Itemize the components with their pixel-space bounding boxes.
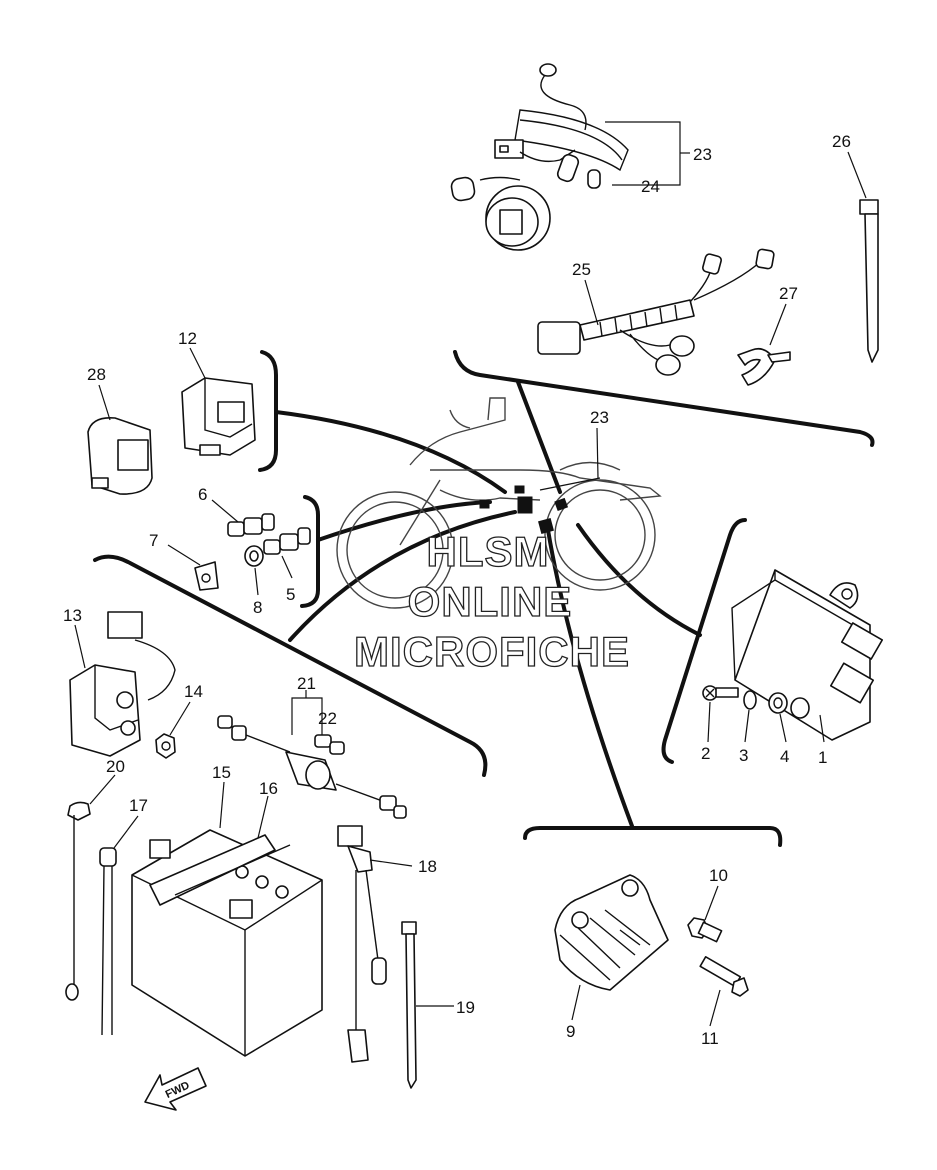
lead-wire-25 — [537, 248, 775, 376]
leader-3 — [744, 709, 750, 743]
leader-26 — [847, 151, 867, 199]
callout-23-bike: 23 — [590, 408, 609, 427]
callout-23-top: 23 — [693, 145, 712, 164]
leader-16 — [257, 795, 269, 839]
callout-5: 5 — [286, 585, 295, 604]
callout-27: 27 — [779, 284, 798, 303]
leader-17 — [113, 815, 139, 849]
watermark-line-1: HLSM — [427, 528, 550, 575]
callout-28: 28 — [87, 365, 106, 384]
leader-10 — [704, 885, 719, 921]
callout-18: 18 — [418, 857, 437, 876]
leader-1 — [819, 714, 825, 743]
location-markers — [479, 485, 569, 534]
joint-connector-6 — [227, 513, 275, 537]
starter-relay-13 — [69, 611, 176, 757]
leader-6 — [211, 499, 239, 523]
screw-2 — [702, 685, 739, 701]
battery-band-16 — [149, 834, 291, 906]
leader-11 — [709, 989, 721, 1027]
callout-6: 6 — [198, 485, 207, 504]
joint-connector-5 — [263, 527, 311, 555]
callout-25: 25 — [572, 260, 591, 279]
callout-22: 22 — [318, 709, 337, 728]
leader-23-bike — [596, 427, 599, 479]
switch-21 — [217, 715, 407, 819]
callout-21: 21 — [297, 674, 316, 693]
bolt-11 — [699, 956, 749, 997]
fwd-arrow: FWD — [144, 1067, 207, 1111]
leader-25 — [584, 279, 599, 326]
leader-9 — [571, 984, 581, 1021]
callout-12: 12 — [178, 329, 197, 348]
callout-8: 8 — [253, 598, 262, 617]
washer-8 — [244, 545, 264, 567]
leader-14 — [169, 701, 191, 736]
bracket-7 — [194, 561, 219, 591]
leader-18 — [369, 859, 413, 867]
lead-20 — [65, 801, 91, 1001]
assembly-brackets — [93, 350, 875, 847]
ignitor-unit-1 — [731, 569, 884, 741]
callout-11: 11 — [701, 1029, 719, 1048]
grommet-4 — [768, 692, 810, 719]
callout-19: 19 — [456, 998, 475, 1017]
breather-pipe-17 — [99, 847, 117, 1036]
leader-12 — [189, 347, 206, 379]
motorcycle-outline — [336, 397, 662, 609]
clamp-27 — [737, 347, 791, 386]
leader-20 — [89, 774, 116, 805]
leader-7 — [167, 544, 201, 566]
cable-tie-19 — [401, 921, 417, 1089]
callout-13: 13 — [63, 606, 82, 625]
callout-7: 7 — [149, 531, 158, 550]
callout-14: 14 — [184, 682, 203, 701]
leader-13 — [74, 624, 86, 669]
rectifier-regulator-9 — [554, 874, 669, 991]
nut-14 — [155, 733, 176, 759]
callout-26: 26 — [832, 132, 851, 151]
callout-9: 9 — [566, 1022, 575, 1041]
callout-16: 16 — [259, 779, 278, 798]
bolt-10 — [687, 917, 723, 943]
leader-21 — [291, 697, 323, 735]
relay-28 — [87, 416, 153, 495]
callout-15: 15 — [212, 763, 231, 782]
watermark: HLSM ONLINE MICROFICHE — [353, 527, 630, 675]
callout-4: 4 — [780, 747, 789, 766]
washer-3 — [743, 690, 757, 710]
cable-tie-26 — [859, 199, 879, 363]
callout-17: 17 — [129, 796, 148, 815]
leader-2 — [707, 701, 711, 743]
callout-3: 3 — [739, 746, 748, 765]
callout-2: 2 — [701, 744, 710, 763]
wire-harness-23 — [450, 63, 629, 251]
leader-15 — [219, 781, 225, 829]
watermark-line-2: ONLINE — [408, 578, 573, 625]
harness-23-on-bike — [539, 477, 601, 491]
callout-1: 1 — [818, 748, 827, 767]
callout-20: 20 — [106, 757, 125, 776]
leader-4 — [779, 713, 787, 743]
leader-5 — [281, 555, 293, 579]
callout-10: 10 — [709, 866, 728, 885]
relay-12 — [181, 377, 256, 456]
leader-lines-23-24 — [605, 121, 690, 186]
leader-28 — [98, 384, 111, 421]
callout-numbers: 1 2 3 4 5 6 7 8 9 10 11 12 13 14 15 16 1… — [63, 132, 851, 1048]
leader-27 — [769, 303, 787, 346]
wire-18 — [337, 825, 387, 1063]
leader-8 — [254, 567, 259, 596]
watermark-line-3: MICROFICHE — [354, 628, 630, 675]
callout-24: 24 — [641, 177, 660, 196]
cap-22 — [314, 734, 345, 755]
